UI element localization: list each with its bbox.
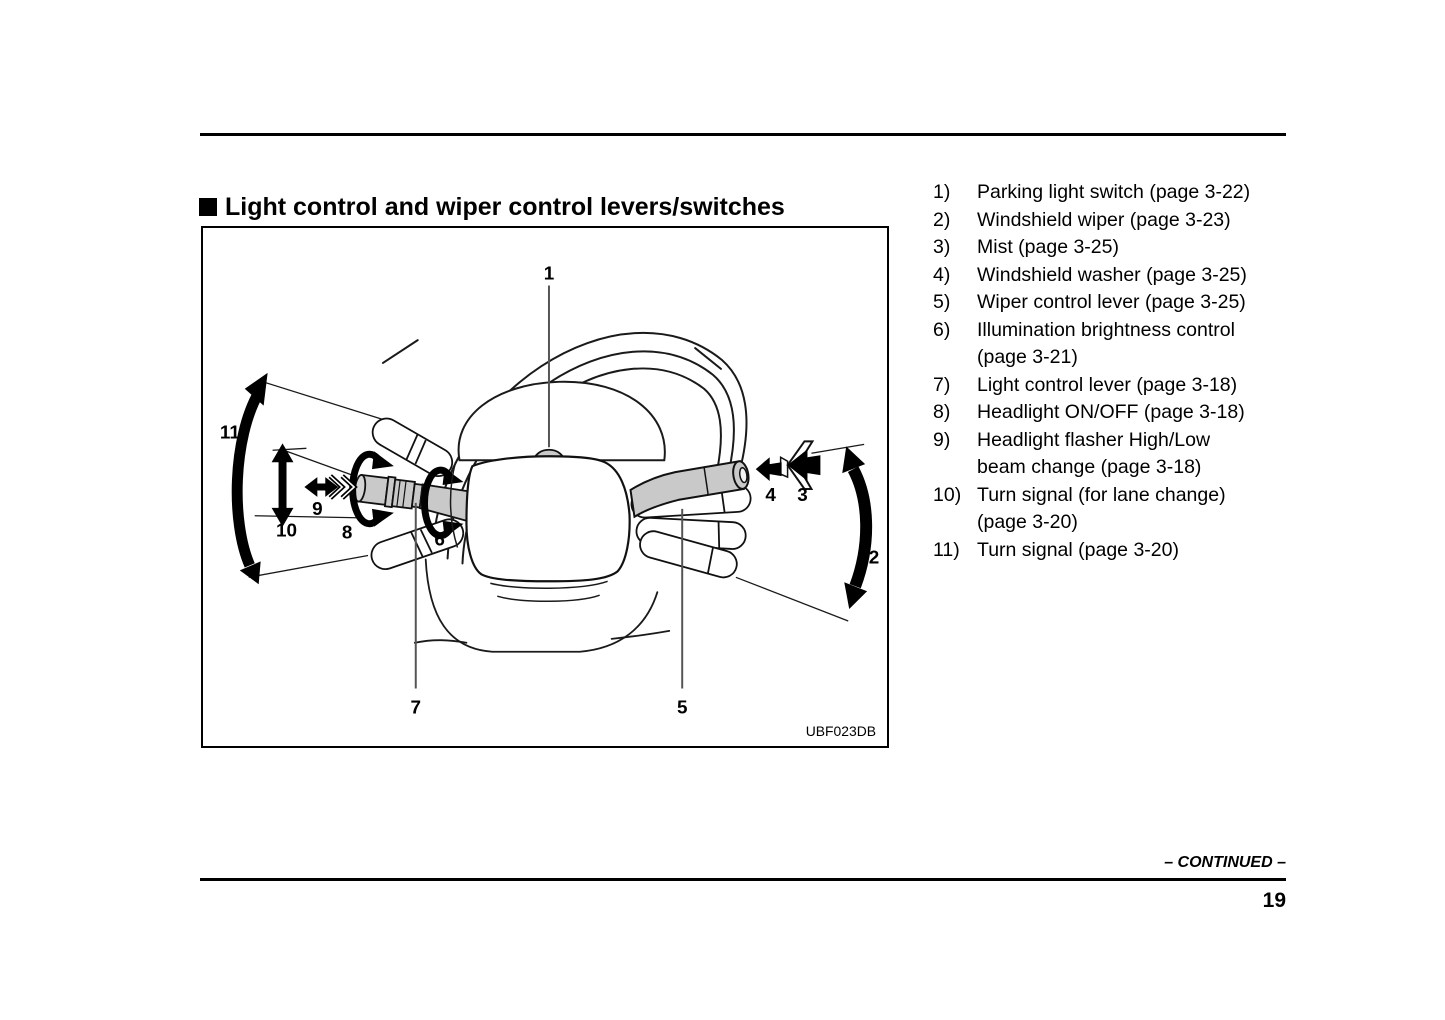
legend-item-2: 2) Windshield wiper (page 3-23) bbox=[933, 207, 1261, 235]
callout-4-label: 4 bbox=[765, 484, 776, 505]
legend-item-7: 7) Light control lever (page 3-18) bbox=[933, 372, 1261, 400]
legend-item-number: 3) bbox=[933, 236, 951, 258]
legend-item-number: 9) bbox=[933, 428, 951, 451]
callout-7-label: 7 bbox=[411, 696, 422, 717]
light-lever-ghost-positions bbox=[370, 417, 465, 571]
legend-item-5: 5) Wiper control lever (page 3-25) bbox=[933, 289, 1261, 317]
legend-item-number: 1) bbox=[933, 181, 951, 203]
wheel-inner-opening bbox=[457, 380, 666, 462]
legend-item-3: 3) Mist (page 3-25) bbox=[933, 234, 1261, 262]
callout-10-label: 10 bbox=[276, 520, 297, 541]
legend-item-4: 4) Windshield washer (page 3-25) bbox=[933, 262, 1261, 290]
legend-item-number: 2) bbox=[933, 208, 951, 231]
top-rule bbox=[200, 133, 1286, 136]
figure-box: 1 2 3 4 5 6 7 8 9 10 11 UBF023DB bbox=[201, 226, 889, 748]
continued-note: – CONTINUED – bbox=[1164, 854, 1286, 871]
legend-item-10: 10) Turn signal (for lane change) (page 3… bbox=[933, 482, 1261, 537]
callout-lines bbox=[414, 285, 684, 689]
legend-item-8: 8) Headlight ON/OFF (page 3-18) bbox=[933, 399, 1261, 427]
legend-item-number: 11) bbox=[933, 538, 960, 561]
motion-range-lines bbox=[248, 380, 865, 622]
legend-item-number: 10) bbox=[933, 483, 962, 506]
bottom-rule bbox=[200, 878, 1286, 881]
legend-item-text: Turn signal (for lane change) (page 3-20… bbox=[977, 483, 1226, 534]
legend-item-text: Light control lever (page 3-18) bbox=[977, 373, 1238, 396]
arrow-10 bbox=[271, 443, 294, 527]
callout-9-label: 9 bbox=[312, 498, 323, 519]
legend-item-text: Headlight flasher High/Low beam change (… bbox=[977, 428, 1211, 479]
wiper-control-lever bbox=[629, 460, 750, 519]
arrow-9 bbox=[304, 474, 358, 500]
callout-5-label: 5 bbox=[677, 696, 688, 717]
callout-8-label: 8 bbox=[342, 522, 353, 543]
legend-item-number: 6) bbox=[933, 318, 951, 341]
legend-item-text: Headlight ON/OFF (page 3-18) bbox=[977, 401, 1245, 423]
legend-item-text: Illumination brightness control (page 3-… bbox=[977, 318, 1235, 369]
legend-item-number: 4) bbox=[933, 263, 951, 286]
legend-item-9: 9) Headlight flasher High/Low beam change… bbox=[933, 427, 1261, 482]
callout-6-label: 6 bbox=[434, 529, 445, 550]
callout-1-label: 1 bbox=[544, 263, 555, 284]
legend-item-text: Wiper control lever (page 3-25) bbox=[977, 291, 1246, 313]
column-shroud bbox=[413, 558, 671, 653]
legend-list: 1) Parking light switch (page 3-22) 2) Win… bbox=[933, 179, 1261, 564]
legend-item-number: 8) bbox=[933, 401, 951, 423]
legend-item-text: Parking light switch (page 3-22) bbox=[977, 181, 1251, 203]
light-control-lever bbox=[353, 473, 475, 523]
callout-11-label: 11 bbox=[220, 421, 240, 442]
section-title-text: Light control and wiper control levers/s… bbox=[225, 192, 785, 221]
legend-item-1: 1) Parking light switch (page 3-22) bbox=[933, 179, 1261, 207]
callout-2-label: 2 bbox=[869, 546, 880, 567]
callout-3-label: 3 bbox=[797, 484, 808, 505]
page-number: 19 bbox=[1262, 889, 1286, 912]
pad-seams bbox=[490, 580, 608, 602]
legend-item-text: Windshield washer (page 3-25) bbox=[977, 263, 1247, 286]
arrow-2 bbox=[842, 446, 873, 610]
arrow-11 bbox=[231, 372, 268, 585]
section-square-icon bbox=[199, 198, 217, 217]
legend-item-11: 11) Turn signal (page 3-20) bbox=[933, 537, 1261, 565]
legend-item-text: Turn signal (page 3-20) bbox=[977, 538, 1179, 561]
legend-item-6: 6) Illumination brightness control (page … bbox=[933, 317, 1261, 372]
legend-item-number: 5) bbox=[933, 291, 951, 313]
section-title: Light control and wiper control levers/s… bbox=[199, 193, 959, 222]
steering-column-diagram: 1 2 3 4 5 6 7 8 9 10 11 UBF023DB bbox=[220, 263, 880, 739]
arrow-4 bbox=[755, 455, 789, 482]
arrow-3 bbox=[786, 440, 821, 490]
figure-code: UBF023DB bbox=[806, 723, 876, 739]
legend-item-text: Mist (page 3-25) bbox=[977, 236, 1119, 258]
legend-item-number: 7) bbox=[933, 373, 951, 396]
legend-item-text: Windshield wiper (page 3-23) bbox=[977, 208, 1231, 231]
steering-pad bbox=[465, 455, 631, 583]
shroud-edge bbox=[449, 461, 459, 548]
